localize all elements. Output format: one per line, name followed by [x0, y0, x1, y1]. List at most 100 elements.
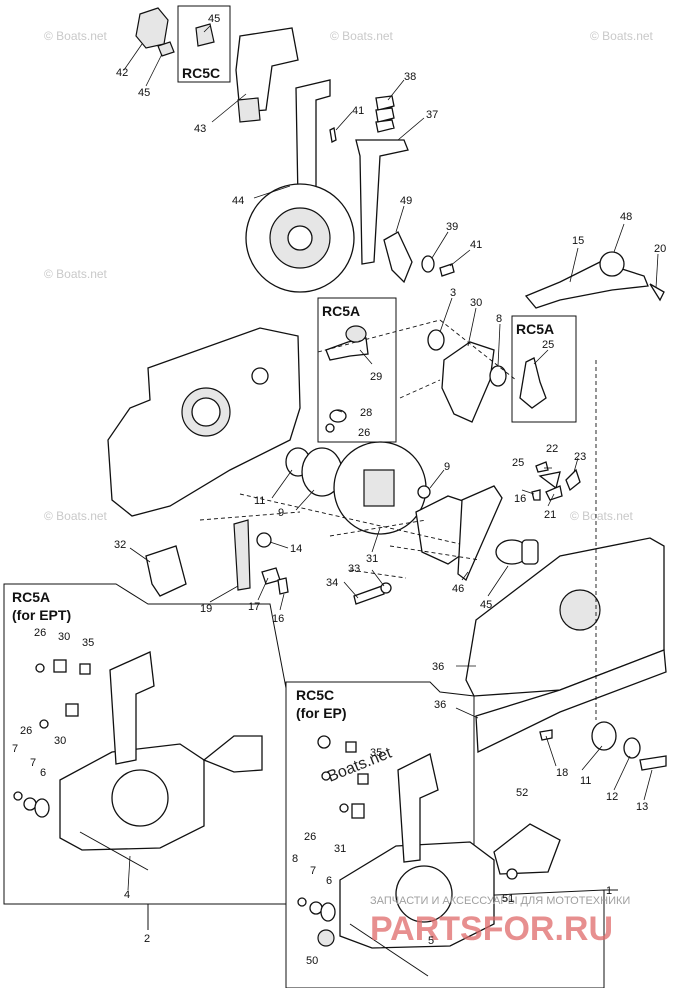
- rc5c-top-group: RC5C: [135, 5, 231, 83]
- grip-end: [237, 97, 261, 123]
- callout: 38: [404, 71, 416, 83]
- callout: 20: [654, 243, 666, 255]
- callout: 12: [606, 791, 618, 803]
- callout: 2: [144, 933, 150, 945]
- boats-watermark: © Boats.net: [44, 267, 108, 281]
- callout: 28: [360, 407, 372, 419]
- callout: 35: [82, 637, 94, 649]
- rc5c-ep-title: RC5C: [296, 687, 334, 703]
- boats-watermark: © Boats.net: [330, 29, 394, 43]
- bushing-9: [417, 485, 431, 499]
- bolt-34: [353, 585, 385, 605]
- plate-21: [545, 485, 563, 501]
- rc5c-ep-subtitle: (for EP): [296, 705, 347, 721]
- callout: 6: [40, 767, 46, 779]
- callout: 26: [304, 831, 316, 843]
- rc5a-mid-label: RC5A: [322, 303, 360, 319]
- boats-watermark: © Boats.net: [44, 29, 108, 43]
- callout: 16: [514, 493, 526, 505]
- spring-39: [375, 95, 395, 133]
- rc5a-right-group: RC5A: [511, 315, 577, 423]
- leader-lines: [123, 25, 659, 891]
- cap-50: [317, 929, 335, 947]
- lever-arm-44: [245, 79, 355, 293]
- clip-48: [599, 251, 625, 277]
- assembly-lines: [199, 319, 597, 720]
- callout: 45: [480, 599, 492, 611]
- insert-45: [195, 23, 215, 47]
- callout: 30: [54, 735, 66, 747]
- callout: 50: [306, 955, 318, 967]
- insert-45b: [157, 41, 175, 57]
- callout: 35: [370, 747, 382, 759]
- washer-8: [489, 365, 507, 387]
- callout: 21: [544, 509, 556, 521]
- screw-20: [649, 283, 665, 302]
- callout: 7: [30, 757, 36, 769]
- rc5a-right-label: RC5A: [516, 321, 554, 337]
- grommet-11b: [591, 721, 617, 751]
- callout: 25: [512, 457, 524, 469]
- bushing-14: [256, 532, 272, 548]
- callout: 31: [334, 843, 346, 855]
- shop-logo: PARTSFOR.RU: [370, 910, 613, 948]
- callout: 52: [516, 787, 528, 799]
- rc5a-right-box: [511, 315, 577, 423]
- callout: 7: [310, 865, 316, 877]
- spring-23: [565, 468, 581, 492]
- callout: 22: [546, 443, 558, 455]
- callout: 9: [278, 507, 284, 519]
- boats-watermark: © Boats.net: [44, 509, 108, 523]
- callout: 17: [248, 601, 260, 613]
- rc5a-ept-subtitle: (for EPT): [12, 607, 71, 623]
- clip-17: [261, 567, 281, 585]
- throttle-lever-15: [524, 261, 649, 309]
- callout: 37: [426, 109, 438, 121]
- callout: 48: [620, 211, 632, 223]
- clip-22: [538, 471, 561, 490]
- gear-31: [333, 441, 427, 535]
- callout: 23: [574, 451, 586, 463]
- bolt-13: [639, 755, 667, 771]
- callout: 15: [572, 235, 584, 247]
- shop-tagline: ЗАПЧАСТИ И АКСЕССУАРЫ ДЛЯ МОТОТЕХНИКИ: [370, 895, 630, 907]
- callout: 9: [444, 461, 450, 473]
- bracket-38: [355, 139, 409, 265]
- rc5a-ept-title: RC5A: [12, 589, 50, 605]
- callout: 3: [450, 287, 456, 299]
- screw-18: [539, 729, 553, 741]
- callout: 1: [606, 885, 612, 897]
- callout: 31: [366, 553, 378, 565]
- callout: 34: [326, 577, 338, 589]
- washer-3: [427, 329, 445, 351]
- boats-watermark: © Boats.net: [570, 509, 634, 523]
- handle-cover-42: [135, 7, 169, 49]
- callout: 26: [20, 725, 32, 737]
- callout: 51: [502, 893, 514, 905]
- boats-watermark: © Boats.net: [590, 29, 654, 43]
- shaft-28: [325, 337, 369, 361]
- callout: 43: [194, 123, 206, 135]
- shop-watermark: ЗАПЧАСТИ И АКСЕССУАРЫ ДЛЯ МОТОТЕХНИКИ PA…: [370, 895, 630, 948]
- harness-ep: [493, 823, 561, 875]
- screw-16b: [277, 577, 289, 595]
- callout: 11: [580, 775, 591, 787]
- washer-12: [623, 737, 641, 759]
- rc5a-mid-group: RC5A: [317, 297, 397, 443]
- callout: 36: [434, 699, 446, 711]
- pin-25: [519, 357, 547, 409]
- callout: 26: [34, 627, 46, 639]
- callout: 45: [208, 13, 220, 25]
- callout: 5: [428, 935, 434, 947]
- handle-ept: [109, 651, 155, 765]
- nut-26: [35, 663, 45, 673]
- callout: 25: [542, 339, 554, 351]
- callout: 14: [290, 543, 302, 555]
- nut-26: [325, 423, 335, 433]
- callout: 46: [452, 583, 464, 595]
- callout: 29: [370, 371, 382, 383]
- callout: 30: [470, 297, 482, 309]
- callout-labels: 42 45 45 43 44 38 41 37 49 39 41 15 48 2…: [12, 13, 666, 967]
